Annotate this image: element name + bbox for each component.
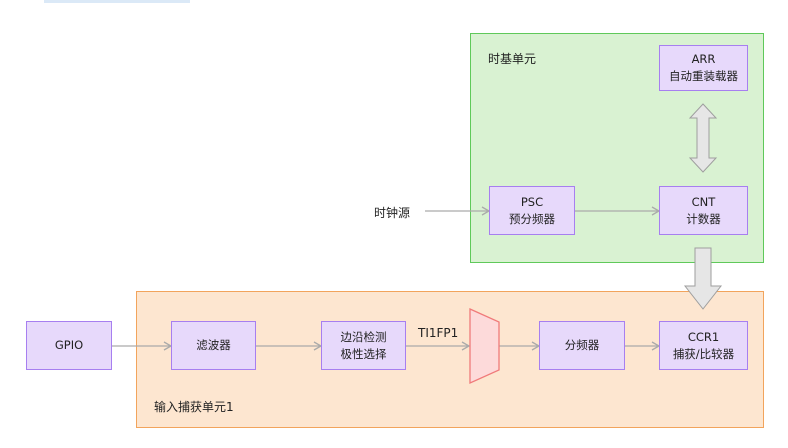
edge-polarity-node: 边沿检测 极性选择 xyxy=(321,321,406,370)
psc-node-subtitle: 预分频器 xyxy=(509,211,555,226)
arr-cnt-double-arrow xyxy=(688,103,718,173)
psc-node-title: PSC xyxy=(520,194,544,209)
ccr1-node: CCR1 捕获/比较器 xyxy=(659,321,748,370)
ti1fp1-label: TI1FP1 xyxy=(418,326,459,340)
edge-polarity-node-subtitle: 极性选择 xyxy=(340,346,387,361)
cnt-node-title: CNT xyxy=(691,194,716,209)
filter-node: 滤波器 xyxy=(171,321,256,370)
top-scroll-indicator xyxy=(44,0,190,3)
arr-node-subtitle: 自动重装载器 xyxy=(669,69,738,83)
gpio-node: GPIO xyxy=(26,321,112,370)
divider-node-title: 分频器 xyxy=(564,338,600,352)
gpio-node-title: GPIO xyxy=(54,338,84,352)
input-capture-unit-label: 输入捕获单元1 xyxy=(154,400,234,414)
arr-node-title: ARR xyxy=(691,52,716,66)
arr-node: ARR 自动重装载器 xyxy=(659,45,748,91)
divider-node: 分频器 xyxy=(539,321,625,370)
ccr1-node-subtitle: 捕获/比较器 xyxy=(672,346,735,361)
filter-node-title: 滤波器 xyxy=(196,338,231,352)
psc-node: PSC 预分频器 xyxy=(489,186,575,235)
clock-source-label: 时钟源 xyxy=(374,206,411,220)
timebase-unit-label: 时基单元 xyxy=(488,52,537,66)
mux-trapezoid xyxy=(469,307,500,385)
cnt-node-subtitle: 计数器 xyxy=(686,211,721,226)
cnt-to-ccr1-block-arrow xyxy=(683,247,723,310)
cnt-node: CNT 计数器 xyxy=(659,186,748,235)
ccr1-node-title: CCR1 xyxy=(687,329,720,344)
edge-polarity-node-title: 边沿检测 xyxy=(340,329,387,344)
